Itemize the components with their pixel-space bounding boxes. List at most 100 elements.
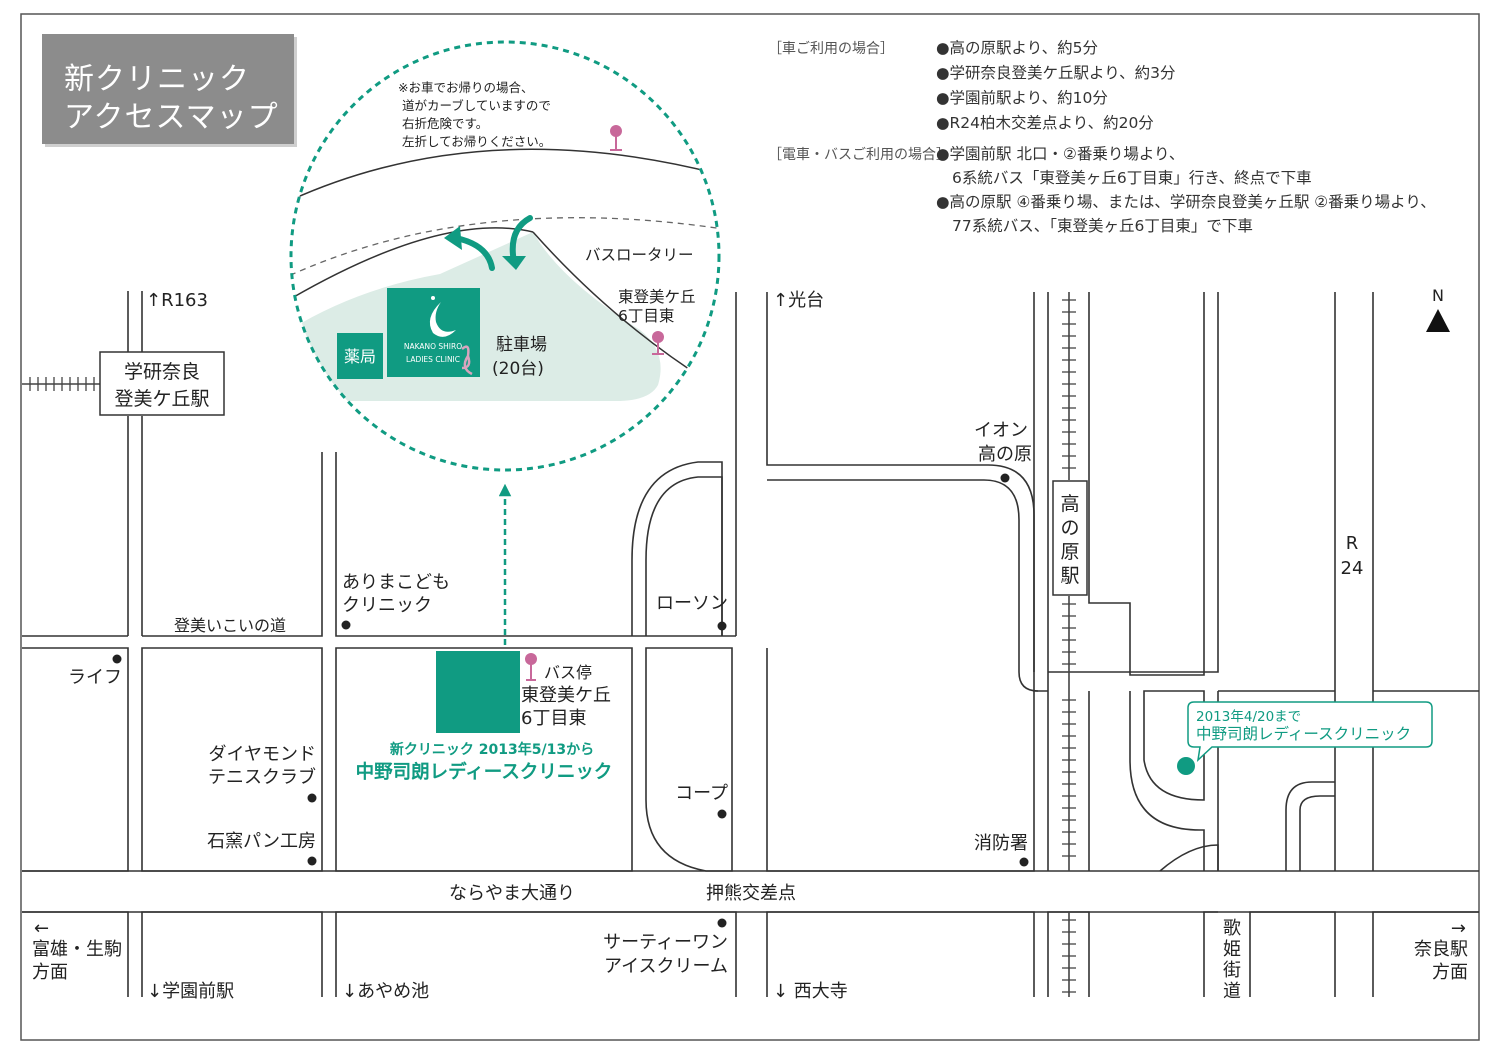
landmark-dot: [1019, 857, 1029, 867]
bus-stop-pin-icon: [525, 653, 537, 665]
car-access-heading: ［車ご利用の場合］: [768, 41, 894, 57]
road-label-narayama: ならやま大通り: [449, 883, 575, 904]
train-access-line: 77系統バス、「東登美ヶ丘6丁目東」で下車: [952, 217, 1253, 235]
takanohara-station-char: 高: [1060, 493, 1079, 515]
bus-stop: バス停 東登美ケ丘 6丁目東: [521, 653, 611, 729]
direction-saidaiji: ↓ 西大寺: [773, 981, 848, 1002]
car-access-item: ●高の原駅より、約5分: [936, 39, 1098, 57]
new-clinic-building: [436, 651, 520, 733]
inset-bus-pin-top: [610, 125, 622, 151]
takanohara-station-char: 原: [1060, 541, 1079, 563]
takanohara-station-char: の: [1060, 517, 1079, 539]
landmark-dot: [717, 809, 727, 819]
inset-detail-map: ※お車でお帰りの場合、 道がカーブしていますので 右折危険です。 左折してお帰り…: [289, 40, 721, 472]
inset-note: 左折してお帰りください。: [402, 134, 551, 149]
car-access-item: ●R24柏木交差点より、約20分: [936, 114, 1154, 132]
inset-note: 道がカーブしていますので: [402, 98, 551, 113]
road-label-kodai: ↑光台: [773, 290, 824, 311]
landmark-diamond-tennis: テニスクラブ: [208, 766, 316, 788]
landmark-dot: [717, 918, 727, 928]
landmark-coop: コープ: [675, 783, 728, 804]
inset-bus-pin-rotary: [652, 331, 664, 355]
pink-ribbon-icon: [461, 345, 473, 376]
gakken-station-line2: 登美ケ丘駅: [114, 388, 209, 410]
road-label-r24: 24: [1341, 558, 1364, 579]
new-clinic-caption: 新クリニック 2013年5/13から: [390, 741, 594, 758]
landmark-lawson: ローソン: [656, 593, 728, 614]
inset-pharmacy-label: 薬局: [344, 347, 376, 366]
old-clinic-callout: [1187, 701, 1433, 763]
inset-bus-stop-name: 東登美ケ丘: [618, 288, 696, 306]
inset-pharmacy: [337, 333, 383, 379]
map-title-line2: アクセスマップ: [64, 100, 279, 135]
landmark-dot: [717, 621, 727, 631]
car-access-item: ●学研奈良登美ケ丘駅より、約3分: [936, 64, 1176, 82]
old-clinic-marker: 2013年4/20まで 中野司朗レディースクリニック: [1177, 701, 1433, 775]
landmark-arima-clinic: ありまこども: [342, 572, 450, 593]
road-label-kaido: 姫: [1223, 939, 1241, 960]
road-network: [22, 291, 1479, 997]
old-clinic-dot: [1177, 757, 1195, 775]
new-clinic-name: 中野司朗レディースクリニック: [356, 761, 613, 783]
takanohara-station-char: 駅: [1060, 565, 1079, 587]
road-label-r163: ↑R163: [146, 290, 208, 311]
map-title-box: 新クリニック アクセスマップ: [42, 34, 294, 144]
inset-note: ※お車でお帰りの場合、: [398, 80, 533, 95]
landmark-fire-station: 消防署: [974, 833, 1028, 854]
old-clinic-name: 中野司朗レディースクリニック: [1196, 724, 1411, 743]
landmark-dot: [307, 856, 317, 866]
landmark-thirtyone: アイスクリーム: [604, 956, 728, 977]
inset-clinic-logo-line1: NAKANO SHIRO: [404, 342, 462, 351]
north-label: N: [1432, 286, 1444, 305]
car-access-item: ●学園前駅より、約10分: [936, 89, 1108, 107]
landmark-thirtyone: サーティーワン: [603, 932, 728, 953]
inset-border: [289, 40, 721, 472]
landmark-aeon: 高の原: [978, 444, 1032, 465]
bus-pin-icon: [652, 331, 664, 343]
direction-nara-station: 奈良駅: [1414, 939, 1468, 960]
bus-stop-name: 東登美ケ丘: [521, 685, 611, 706]
gakken-station-line1: 学研奈良: [124, 361, 200, 383]
train-access-line: 6系統バス「東登美ヶ丘6丁目東」行き、終点で下車: [952, 169, 1312, 187]
clinic-moon-logo-icon: [429, 302, 456, 337]
direction-gakuenmae: ↓学園前駅: [147, 981, 234, 1002]
bus-pin-icon: [610, 125, 622, 137]
bus-stop-label: バス停: [544, 663, 592, 682]
landmark-aeon: イオン: [974, 420, 1028, 441]
inset-note: 右折危険です。: [402, 116, 488, 131]
road-label-kaido: 歌: [1223, 918, 1241, 939]
map-title-line1: 新クリニック: [64, 62, 250, 97]
right-arrow: →: [1451, 918, 1466, 939]
inset-clinic-logo-line2: LADIES CLINIC: [406, 355, 460, 364]
landmark-dot: [1000, 473, 1010, 483]
direction-tomio-ikoma: 富雄・生駒: [32, 939, 122, 960]
landmark-ishigama-bakery: 石窯パン工房: [207, 831, 316, 852]
train-access-heading: ［電車・バスご利用の場合］: [768, 147, 950, 163]
takanohara-station: 高 の 原 駅: [1052, 480, 1088, 596]
railway-lines: [22, 292, 1076, 997]
old-clinic-until: 2013年4/20まで: [1196, 709, 1301, 725]
direction-ayameike: ↓あやめ池: [342, 981, 429, 1002]
landmark-dot: [341, 620, 351, 630]
inset-bus-stop-name: 6丁目東: [618, 307, 674, 325]
north-arrow-icon: [1426, 309, 1450, 332]
direction-nara-station: 方面: [1432, 962, 1468, 983]
landmark-dot: [307, 793, 317, 803]
road-label-r24: R: [1346, 533, 1359, 554]
map-frame: [20, 13, 1480, 1041]
inset-parking-capacity: (20台): [492, 359, 544, 379]
road-label-kaido: 街: [1223, 960, 1241, 981]
new-clinic-marker: 新クリニック 2013年5/13から 中野司朗レディースクリニック: [356, 483, 613, 783]
inset-bus-rotary: バスロータリー: [585, 246, 694, 264]
train-access-line: ●高の原駅 ④番乗り場、または、学研奈良登美ヶ丘駅 ②番乗り場より、: [936, 193, 1436, 211]
oshikuma-crossing-label: 押熊交差点: [706, 883, 796, 904]
train-access-line: ●学園前駅 北口・②番乗り場より、: [936, 145, 1185, 163]
landmark-diamond-tennis: ダイヤモンド: [209, 744, 316, 765]
landmark-life: ライフ: [68, 667, 122, 688]
landmark-dot: [112, 654, 122, 664]
inset-parking-label: 駐車場: [496, 335, 547, 355]
road-label-tomi-ikoi: 登美いこいの道: [174, 616, 286, 635]
landmark-arima-clinic: クリニック: [342, 595, 432, 616]
gakken-nara-tomigaoka-station: 学研奈良 登美ケ丘駅: [99, 351, 225, 416]
